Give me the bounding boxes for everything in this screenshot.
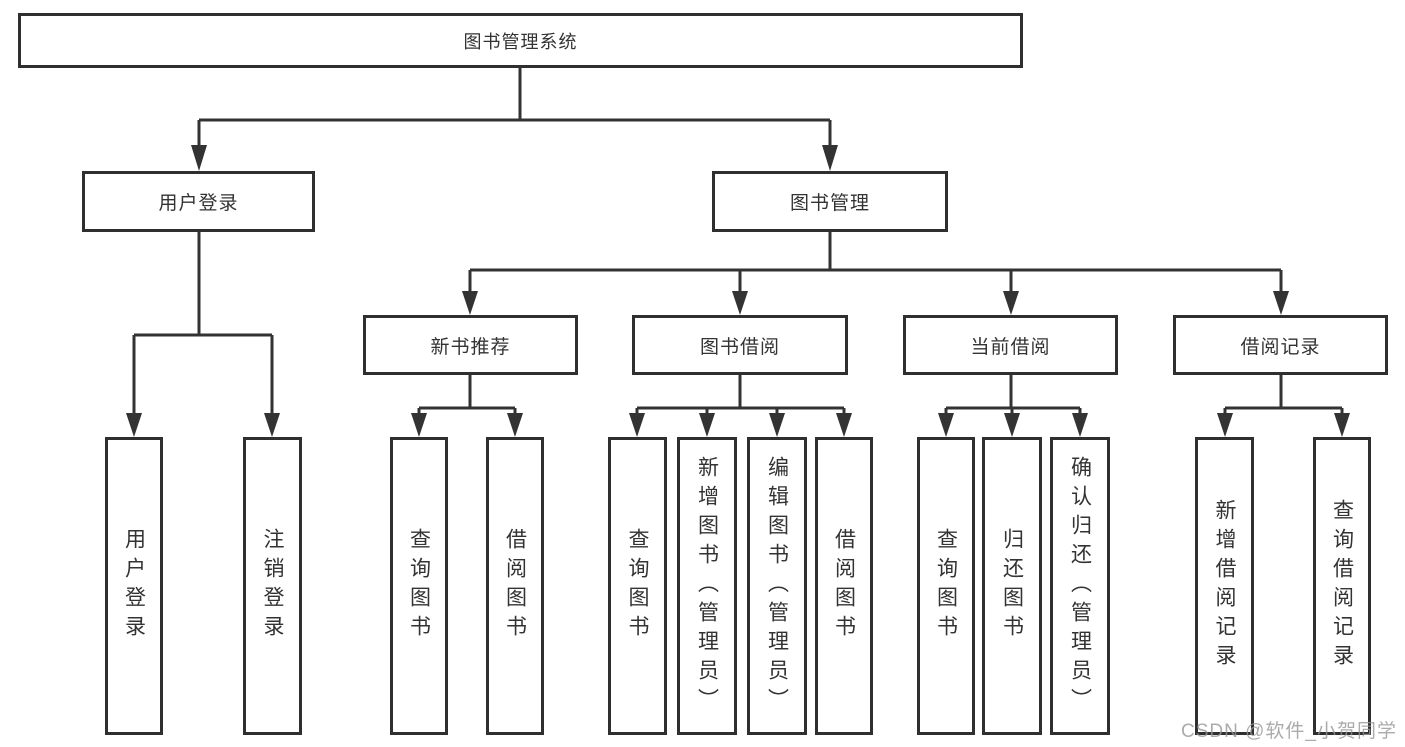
- node-label: 新书推荐: [430, 336, 511, 358]
- leaf-logout: 注销登录: [243, 437, 302, 735]
- node-new-book-recommend: 新书推荐: [363, 315, 578, 375]
- node-label: 查询图书: [407, 528, 431, 644]
- leaf-borrow-books-recommend: 借阅图书: [486, 437, 544, 735]
- leaf-confirm-return-admin: 确认归还（管理员）: [1050, 437, 1110, 735]
- node-label: 查询借阅记录: [1330, 499, 1354, 673]
- leaf-return-books: 归还图书: [982, 437, 1042, 735]
- node-borrowing-records: 借阅记录: [1173, 315, 1388, 375]
- node-label: 查询图书: [934, 528, 958, 644]
- leaf-query-books-borrowing: 查询图书: [608, 437, 667, 735]
- leaf-query-borrow-record: 查询借阅记录: [1313, 437, 1371, 735]
- node-label: 图书借阅: [699, 336, 780, 358]
- node-label: 用户登录: [122, 528, 146, 644]
- leaf-edit-books-admin: 编辑图书（管理员）: [747, 437, 807, 735]
- node-user-login: 用户登录: [82, 171, 315, 232]
- node-current-borrowing: 当前借阅: [903, 315, 1118, 375]
- node-label: 借阅图书: [832, 528, 856, 644]
- leaf-add-borrow-record: 新增借阅记录: [1195, 437, 1254, 735]
- csdn-watermark: CSDN @软件_小贺同学: [1181, 721, 1397, 742]
- node-system-root: 图书管理系统: [18, 13, 1023, 68]
- leaf-user-login: 用户登录: [105, 437, 163, 735]
- node-label: 用户登录: [158, 193, 239, 214]
- node-label: 新增借阅记录: [1213, 499, 1236, 673]
- node-label: 图书管理: [789, 193, 870, 214]
- node-label: 编辑图书（管理员）: [765, 455, 789, 717]
- node-label: 归还图书: [1000, 528, 1024, 644]
- node-label: 图书管理系统: [463, 31, 578, 52]
- node-label: 确认归还（管理员）: [1068, 455, 1092, 717]
- node-label: 新增图书（管理员）: [695, 455, 719, 717]
- leaf-borrow-books-borrowing: 借阅图书: [815, 437, 873, 735]
- node-label: 借阅图书: [503, 528, 527, 644]
- leaf-query-books-recommend: 查询图书: [390, 437, 448, 735]
- leaf-query-books-current: 查询图书: [917, 437, 975, 735]
- node-book-management: 图书管理: [712, 171, 948, 232]
- node-label: 注销登录: [261, 528, 284, 644]
- leaf-add-books-admin: 新增图书（管理员）: [677, 437, 737, 735]
- node-label: 查询图书: [626, 528, 649, 644]
- node-label: 借阅记录: [1240, 336, 1321, 358]
- node-book-borrowing: 图书借阅: [632, 315, 848, 375]
- node-label: 当前借阅: [970, 336, 1051, 358]
